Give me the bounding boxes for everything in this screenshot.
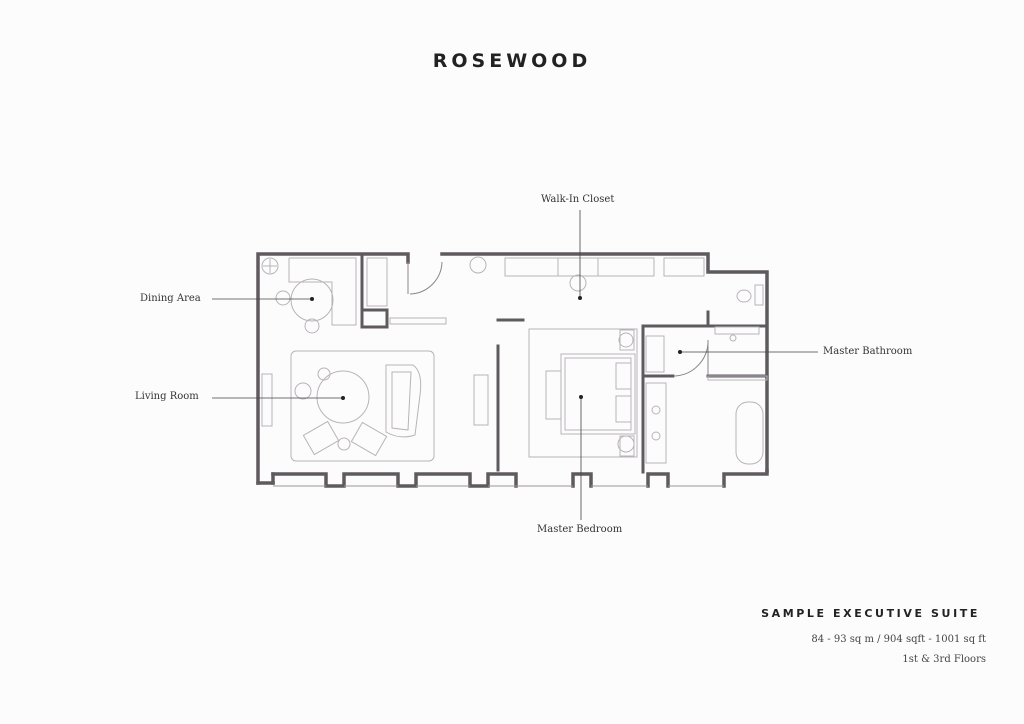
dot-master-bathroom (678, 350, 682, 354)
label-living-room: Living Room (135, 391, 199, 402)
leader-dots (310, 296, 682, 400)
doors (407, 261, 709, 377)
suite-title: SAMPLE EXECUTIVE SUITE (761, 607, 980, 620)
label-master-bedroom: Master Bedroom (537, 524, 623, 535)
suite-floors: 1st & 3rd Floors (902, 654, 986, 665)
dot-living-room (341, 396, 345, 400)
brand-logo: ROSEWOOD (432, 50, 592, 72)
dot-dining-area (310, 297, 314, 301)
label-walk-in-closet: Walk-In Closet (541, 194, 615, 205)
walls (256, 252, 769, 488)
furniture (261, 256, 768, 465)
dot-master-bedroom (579, 395, 583, 399)
label-master-bathroom: Master Bathroom (823, 346, 913, 357)
dot-walk-in-closet (578, 296, 582, 300)
leader-lines (212, 210, 818, 520)
suite-area: 84 - 93 sq m / 904 sqft - 1001 sq ft (811, 634, 986, 645)
label-dining-area: Dining Area (140, 293, 201, 304)
